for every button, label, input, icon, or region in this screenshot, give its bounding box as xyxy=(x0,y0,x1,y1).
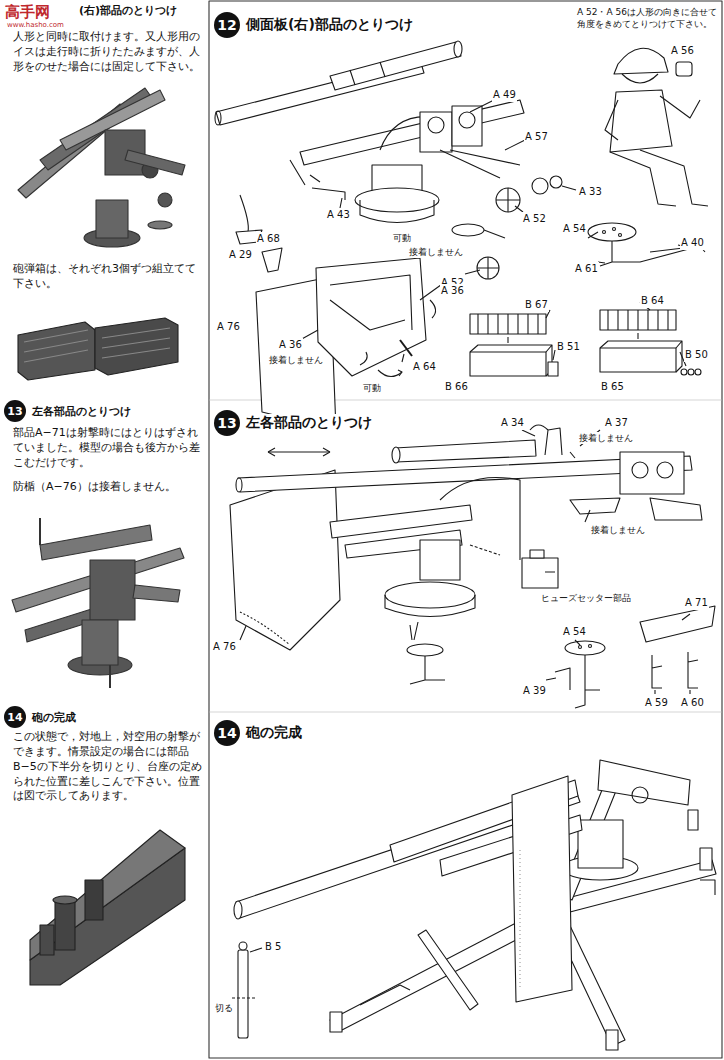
part-number: A 43 xyxy=(326,208,351,222)
step-title: (右)部品のとりつけ xyxy=(78,4,178,19)
gun-drawing-step13 xyxy=(230,425,715,708)
step-title: 砲の完成 xyxy=(244,724,304,742)
step-heading: 13 左各部品のとりつけ xyxy=(4,400,133,422)
part-number: A 76 xyxy=(216,320,241,334)
part-number: B 66 xyxy=(444,380,469,394)
part-number: A 54 xyxy=(562,625,587,639)
step-title: 側面板(右)部品のとりつけ xyxy=(244,16,415,34)
note-text: 防楯（A−76）は接着しません。 xyxy=(12,480,206,495)
part-number: A 33 xyxy=(578,185,603,199)
part-number: A 39 xyxy=(522,684,547,698)
note-text: 接着しません xyxy=(578,432,634,444)
shield-plate xyxy=(230,470,340,650)
note-text: 切る xyxy=(214,1002,234,1014)
part-number: A 59 xyxy=(644,696,669,710)
photo-ammo-boxes xyxy=(18,318,178,380)
part-number: A 61 xyxy=(574,262,599,276)
part-number: A 57 xyxy=(524,130,549,144)
step-heading: 12側面板(右)部品のとりつけ xyxy=(214,12,415,38)
part-number: B 50 xyxy=(684,348,709,362)
photo-base-detail xyxy=(30,830,185,985)
step-number: 13 xyxy=(4,400,26,422)
part-number: B 5 xyxy=(264,940,282,954)
step-title: 左各部品のとりつけ xyxy=(244,414,374,432)
part-number: A 34 xyxy=(500,416,525,430)
note-text: この状態で，対地上，対空用の射撃ができます。情景設定の場合には部品B−5の下半分… xyxy=(12,730,207,804)
note-text: ヒューズセッター部品 xyxy=(540,592,632,604)
part-number: A 36 xyxy=(278,338,303,352)
part-number: A 36 xyxy=(440,284,465,298)
part-number: A 64 xyxy=(412,360,437,374)
note-text: 人形と同時に取付けます。又人形用のイスは走行時に折りたたみますが、人形をのせた場… xyxy=(12,30,207,75)
part-number: A 29 xyxy=(228,248,253,262)
note-text: 部品A−71は射撃時にはとりはずされていました。模型の場合も後方から差こむだけで… xyxy=(12,426,206,471)
part-number: A 60 xyxy=(680,696,705,710)
part-number: A 37 xyxy=(604,416,629,430)
note-text: 接着しません xyxy=(408,246,464,258)
step-title: 砲の完成 xyxy=(30,710,78,725)
part-number: B 51 xyxy=(556,340,581,354)
part-number: A 76 xyxy=(212,640,237,654)
step-heading: 13左各部品のとりつけ xyxy=(214,410,374,436)
part-number: B 67 xyxy=(524,298,549,312)
photo-gun-right xyxy=(18,88,185,247)
part-number: A 52 xyxy=(522,212,547,226)
gun-drawing-step14 xyxy=(232,760,716,1050)
part-number: A 54 xyxy=(562,222,587,236)
step-number: 14 xyxy=(4,706,26,728)
part-number: A 56 xyxy=(670,44,695,58)
note-text: A 52・A 56は人形の向きに合せて角度をきめてとりつけて下さい。 xyxy=(576,6,720,30)
step-number: 13 xyxy=(214,410,240,436)
part-number: B 65 xyxy=(600,380,625,394)
photo-gun-left xyxy=(12,518,184,688)
part-number: B 64 xyxy=(640,294,665,308)
step-heading: 14砲の完成 xyxy=(214,720,304,746)
part-number: A 68 xyxy=(256,232,281,246)
panel-frame xyxy=(209,1,722,1058)
note-text: 砲弾箱は、それぞれ3個ずつ組立てて下さい。 xyxy=(12,262,204,292)
step-number: 14 xyxy=(214,720,240,746)
shield-plate xyxy=(512,776,572,1002)
part-number: A 71 xyxy=(684,596,709,610)
part-b5 xyxy=(238,950,248,1038)
step-heading: 14 砲の完成 xyxy=(4,706,78,728)
note-text: 可動 xyxy=(362,382,382,394)
note-text: 可動 xyxy=(392,232,412,244)
part-number: A 40 xyxy=(680,236,705,250)
step-title: 左各部品のとりつけ xyxy=(30,404,133,419)
part-number: A 49 xyxy=(492,88,517,102)
note-text: 接着しません xyxy=(590,524,646,536)
step-number: 12 xyxy=(214,12,240,38)
note-text: 接着しません xyxy=(268,354,324,366)
watermark: 高手网 xyxy=(4,2,51,22)
gun-drawing-step12 xyxy=(215,41,708,430)
